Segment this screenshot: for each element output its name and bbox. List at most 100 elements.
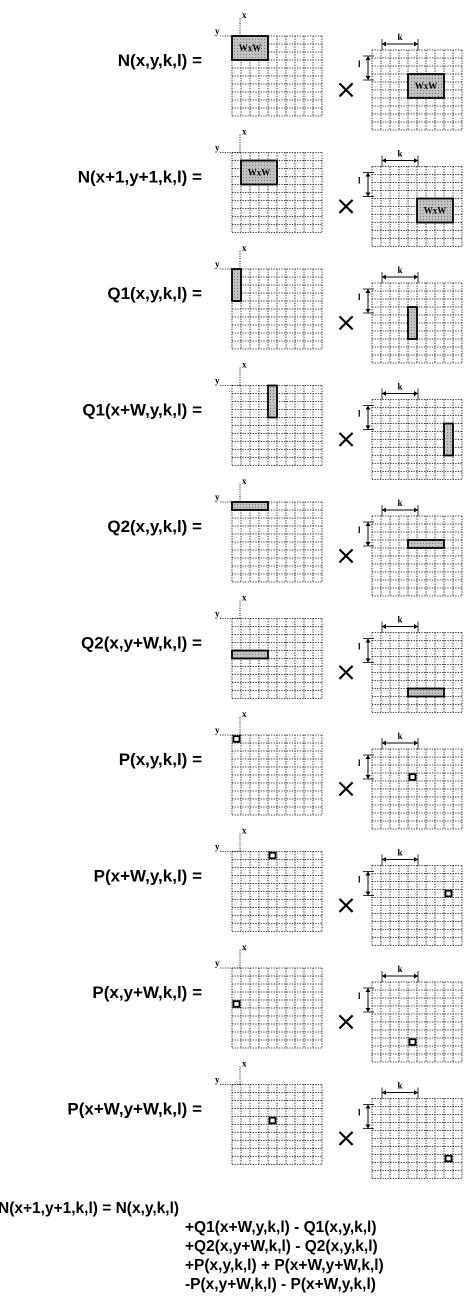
left-vbar-highlight (231, 268, 242, 302)
left-grid (231, 851, 323, 932)
l-arrow-up-icon (365, 522, 371, 526)
equation-row: P(x,y,k,l) =xy×kl (119, 709, 463, 830)
k-arrow-right-icon (414, 158, 418, 163)
left-hbar-highlight (231, 501, 269, 511)
right-grid (371, 632, 463, 713)
left-cell-highlight (232, 1000, 241, 1008)
k-arrow-right-icon (414, 1090, 418, 1095)
k-arrow-left-icon (382, 740, 386, 746)
k-arrow-right-icon (414, 857, 418, 862)
x-axis-label: x (242, 10, 247, 20)
left-window-label: WxW (239, 43, 262, 53)
l-arrow-down-icon (365, 425, 371, 430)
y-axis-label: y (215, 958, 220, 968)
k-label: k (397, 848, 402, 858)
left-grid (231, 967, 323, 1049)
recurrence-formula: N(x+1,y+1,k,l) = N(x,y,k,l) +Q1(x+W,y,k,… (0, 1200, 384, 1293)
equation-row: P(x,y+W,k,l) =xy×kl (92, 942, 463, 1063)
l-label: l (358, 176, 361, 186)
l-arrow-down-icon (365, 1008, 371, 1012)
l-arrow-up-icon (365, 56, 371, 60)
right-grid (371, 748, 463, 830)
k-arrow-left-icon (382, 41, 386, 47)
left-vbar-highlight (267, 384, 278, 419)
right-window-label: WxW (415, 81, 438, 91)
x-axis-label: x (242, 127, 247, 137)
l-arrow-down-icon (365, 76, 371, 80)
y-axis-label: y (215, 143, 220, 153)
formula-line-2: +Q1(x+W,y,k,l) - Q1(x,y,k,l) (185, 1219, 377, 1236)
l-arrow-up-icon (365, 289, 371, 293)
l-label: l (358, 525, 361, 535)
right-cell-highlight (444, 889, 453, 898)
l-label: l (358, 1108, 361, 1118)
row-label: P(x,y,k,l) = (119, 750, 202, 769)
multiply-icon: × (335, 425, 357, 455)
multiply-icon: × (335, 891, 357, 921)
equation-row: P(x+W,y,k,l) =xy×kl (94, 826, 463, 946)
k-arrow-right-icon (414, 973, 418, 979)
left-square-highlight (240, 159, 278, 186)
left-square-highlight (231, 35, 269, 61)
l-arrow-down-icon (365, 542, 371, 546)
x-axis-label: x (242, 1059, 247, 1069)
multiply-icon: × (335, 1124, 357, 1154)
row-label: N(x,y,k,l) = (118, 51, 202, 70)
k-arrow-right-icon (414, 41, 418, 47)
multiply-icon: × (335, 1007, 357, 1037)
y-axis-label: y (215, 259, 220, 269)
row-label: Q2(x,y,k,l) = (107, 517, 202, 536)
l-arrow-down-icon (365, 192, 371, 197)
k-arrow-left-icon (382, 274, 386, 280)
y-axis-label: y (215, 725, 220, 735)
left-grid (231, 501, 323, 583)
right-square-highlight (407, 73, 445, 99)
k-label: k (397, 964, 402, 974)
left-grid (231, 1084, 323, 1165)
formula-line-4: +P(x,y,k,l) + P(x+W,y+W,k,l) (185, 1257, 384, 1274)
l-label: l (358, 409, 361, 419)
multiply-icon: × (335, 541, 357, 571)
l-label: l (358, 991, 361, 1001)
multiply-icon: × (335, 308, 357, 338)
row-label: P(x,y+W,k,l) = (92, 983, 202, 1002)
equation-row: Q1(x+W,y,k,l) =xy×kl (82, 360, 463, 480)
formula-line-3: +Q2(x,y+W,k,l) - Q2(x,y,k,l) (185, 1238, 378, 1255)
x-axis-label: x (242, 476, 247, 486)
x-axis-label: x (242, 593, 247, 603)
k-label: k (397, 265, 402, 275)
k-label: k (397, 32, 402, 42)
x-axis-label: x (242, 360, 247, 370)
right-grid (371, 981, 463, 1063)
row-label: P(x+W,y,k,l) = (94, 867, 202, 886)
row-label: Q1(x+W,y,k,l) = (82, 401, 202, 420)
multiply-icon: × (335, 75, 357, 105)
k-label: k (397, 615, 402, 625)
x-axis-label: x (242, 709, 247, 719)
left-cell-highlight (268, 851, 277, 860)
right-grid (371, 865, 463, 946)
l-label: l (358, 758, 361, 768)
l-arrow-up-icon (365, 405, 371, 410)
right-vbar-highlight (443, 422, 454, 457)
k-arrow-left-icon (382, 391, 386, 396)
right-square-highlight (416, 197, 454, 224)
y-axis-label: y (215, 492, 220, 502)
k-arrow-left-icon (382, 507, 386, 513)
left-grid (231, 734, 323, 816)
k-arrow-right-icon (414, 391, 418, 396)
k-arrow-left-icon (382, 973, 386, 979)
l-arrow-up-icon (365, 172, 371, 177)
right-grid (371, 1098, 463, 1179)
y-axis-label: y (215, 609, 220, 619)
right-grid (371, 399, 463, 480)
l-label: l (358, 59, 361, 69)
right-grid (371, 515, 463, 597)
row-label: Q1(x,y,k,l) = (107, 284, 202, 303)
left-grid (231, 618, 323, 699)
l-arrow-down-icon (365, 775, 371, 779)
equation-row: P(x+W,y+W,k,l) =xy×kl (67, 1059, 463, 1179)
l-arrow-up-icon (365, 871, 371, 876)
left-window-label: WxW (248, 168, 271, 178)
